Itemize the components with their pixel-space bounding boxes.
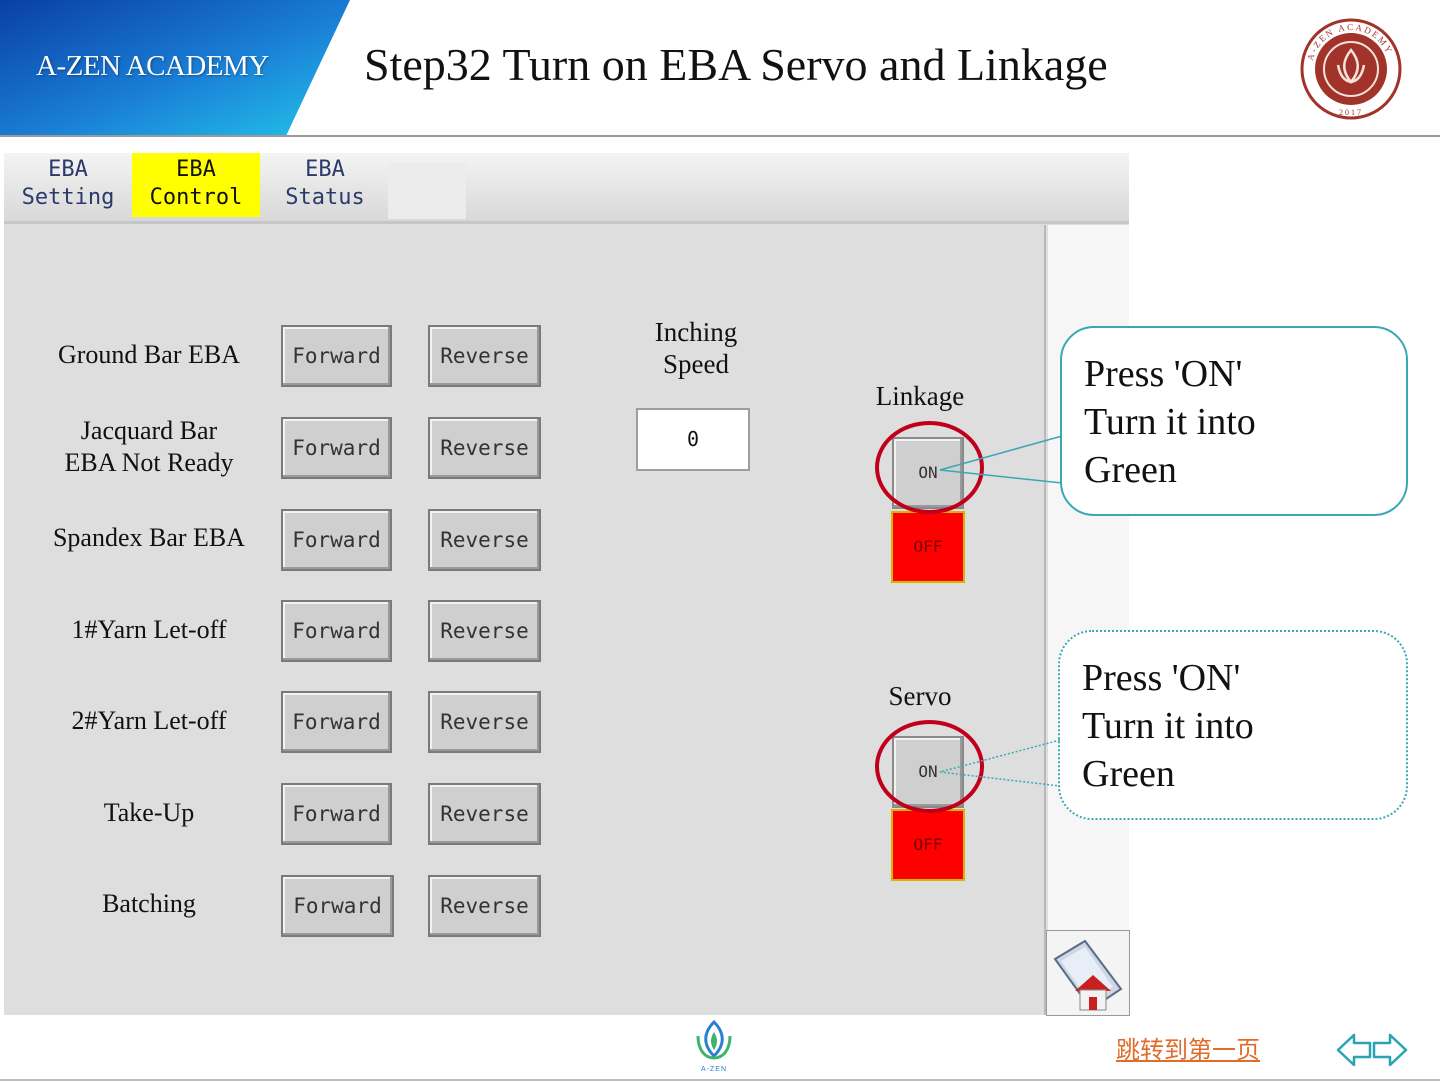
linkage-highlight-ring <box>875 421 984 514</box>
home-icon[interactable] <box>1046 930 1130 1016</box>
spandex-bar-reverse-button[interactable]: Reverse <box>428 509 541 571</box>
yarn-let-off-1-reverse-button[interactable]: Reverse <box>428 600 541 662</box>
tab-label-line2: Control <box>149 185 243 210</box>
yarn-let-off-2-forward-button[interactable]: Forward <box>281 691 392 753</box>
spandex-bar-forward-button[interactable]: Forward <box>281 509 392 571</box>
servo-callout: Press 'ON' Turn it into Green <box>1058 630 1408 820</box>
callout-line3: Green <box>1084 449 1177 491</box>
tab-label-line2: Status <box>285 185 365 210</box>
take-up-forward-button[interactable]: Forward <box>281 783 392 845</box>
row-label-yarn-let-off-2: 2#Yarn Let-off <box>71 706 227 735</box>
tab-eba-control[interactable]: EBA Control <box>132 153 260 217</box>
jacquard-bar-forward-button[interactable]: Forward <box>281 417 392 479</box>
batching-reverse-button[interactable]: Reverse <box>428 875 541 937</box>
panel-divider <box>1044 225 1046 1015</box>
linkage-callout: Press 'ON' Turn it into Green <box>1060 326 1408 516</box>
row-label-spandex-bar: Spandex Bar EBA <box>52 523 246 552</box>
inching-speed-input[interactable]: 0 <box>636 408 750 471</box>
tab-label-line2: Setting <box>21 185 115 210</box>
callout-text: Press 'ON' Turn it into Green <box>1084 350 1256 494</box>
row-label-batching: Batching <box>102 889 196 918</box>
yarn-let-off-1-forward-button[interactable]: Forward <box>281 600 392 662</box>
seal-year: 2017 <box>1339 108 1363 117</box>
linkage-label: Linkage <box>875 381 965 411</box>
take-up-reverse-button[interactable]: Reverse <box>428 783 541 845</box>
linkage-off-button[interactable]: OFF <box>891 511 965 583</box>
jacquard-bar-reverse-button[interactable]: Reverse <box>428 417 541 479</box>
hmi-screen: EBA Setting EBA Control EBA Status Groun… <box>4 153 1129 1015</box>
academy-seal-logo: A-ZEN ACADEMY 2017 <box>1300 18 1402 120</box>
page-title: Step32 Turn on EBA Servo and Linkage <box>364 39 1108 90</box>
inching-label-line2: Speed <box>663 349 729 379</box>
tab-eba-status[interactable]: EBA Status <box>262 153 388 217</box>
servo-highlight-ring <box>875 720 984 813</box>
callout-text: Press 'ON' Turn it into Green <box>1082 654 1254 798</box>
row-label-ground-bar: Ground Bar EBA <box>58 340 240 369</box>
batching-forward-button[interactable]: Forward <box>281 875 394 937</box>
brand-name: A-ZEN ACADEMY <box>36 50 269 82</box>
servo-off-button[interactable]: OFF <box>891 809 965 881</box>
callout-line1: Press 'ON' <box>1082 657 1241 699</box>
ground-bar-forward-button[interactable]: Forward <box>281 325 392 387</box>
row-label-take-up: Take-Up <box>103 798 195 827</box>
callout-line2: Turn it into <box>1084 401 1256 443</box>
footer-divider <box>0 1079 1440 1081</box>
tab-label-line1: EBA <box>176 157 216 182</box>
inching-speed-label: Inching Speed <box>636 316 756 380</box>
tab-eba-setting[interactable]: EBA Setting <box>12 153 124 217</box>
tab-bar-spacer <box>388 163 466 219</box>
row-label-jacquard-bar: Jacquard Bar EBA Not Ready <box>64 416 234 477</box>
logo-text: A-ZEN <box>701 1066 727 1073</box>
callout-line3: Green <box>1082 753 1175 795</box>
right-arrow-icon[interactable] <box>1370 1032 1408 1068</box>
servo-label: Servo <box>888 681 952 711</box>
jump-to-first-page-link[interactable]: 跳转到第一页 <box>1116 1038 1260 1064</box>
row-label-yarn-let-off-1: 1#Yarn Let-off <box>71 615 227 644</box>
header-divider <box>0 135 1440 137</box>
tab-bar: EBA Setting EBA Control EBA Status <box>4 153 1129 224</box>
brand-banner <box>0 0 350 136</box>
callout-line2: Turn it into <box>1082 705 1254 747</box>
inching-label-line1: Inching <box>654 317 738 347</box>
left-arrow-icon[interactable] <box>1336 1032 1374 1068</box>
callout-line1: Press 'ON' <box>1084 353 1243 395</box>
yarn-let-off-2-reverse-button[interactable]: Reverse <box>428 691 541 753</box>
azen-footer-logo: A-ZEN <box>696 1019 732 1073</box>
tab-label-line1: EBA <box>305 157 345 182</box>
ground-bar-reverse-button[interactable]: Reverse <box>428 325 541 387</box>
tab-label-line1: EBA <box>48 157 88 182</box>
